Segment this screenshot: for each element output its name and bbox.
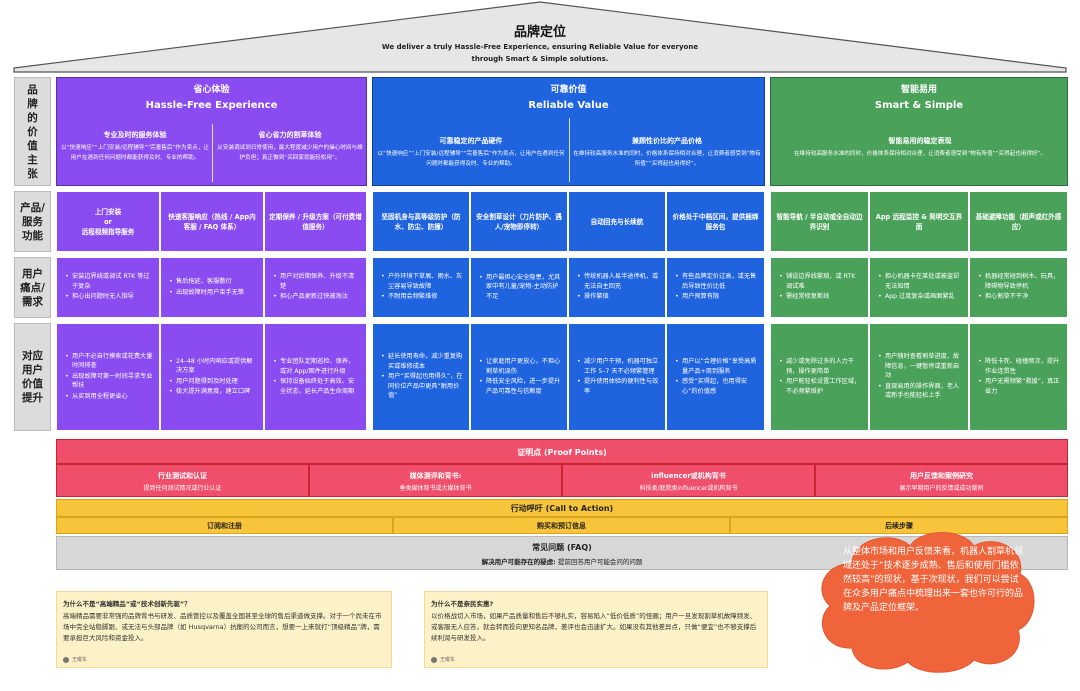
note-author: 王曜东 <box>431 656 455 663</box>
proof-item: 用户反馈和案例研究展示早期用户的反馈或成功案例 <box>815 464 1068 497</box>
cta-next-steps: 后续步骤 <box>730 517 1068 534</box>
response-cell: 用户随时查看割草进度、故障信息，一键暂停或重新启动直观易用的操作界面，老人或新手… <box>869 323 969 431</box>
feature-navigation: 智能导航 / 半自动或全自动边界识别 <box>770 191 869 252</box>
value-sub-1: 智能易用的稳定表现在维持较高服务水准的同时，价格体系保持相对合理，让消费者感受到… <box>793 137 1047 157</box>
value-sub-1: 专业及时的服务体验以“快速响应”“上门安装/远程辅导”“完善售后”作为卖点，让用… <box>61 131 209 161</box>
pillar-title-cn: 智能易用 <box>900 85 937 95</box>
value-sub-2: 省心省力的割草体验从安装调试到日常使用，最大程度减少用户的操心时间与维护负担；真… <box>217 131 363 161</box>
brand-subtitle: We deliver a truly Hassle-Free Experienc… <box>381 43 699 63</box>
response-cell: 减少或免除过多的人力干预，操作更简单用户能轻松设置工作区域，不必频繁维护 <box>770 323 869 431</box>
feature-maintenance: 定期保养 / 升级方案（可付费增值服务） <box>264 191 367 252</box>
value-sub-2: 兼顾性价比的产品价格在维持较高服务水准的同时，价格体系保持相对合理，让消费者感受… <box>573 137 761 167</box>
feature-app: App 远程监控 & 简明交互界面 <box>869 191 969 252</box>
feature-recharge: 自动回充与长续航 <box>568 191 666 252</box>
response-cell: 用户以“合理价格”享受高质量产品+周到服务感受“买得起，也用得安心”的价值感 <box>666 323 765 431</box>
row-label-response: 对应用户价值提升 <box>14 323 51 431</box>
pillar-title-en: Smart & Simple <box>874 100 964 111</box>
proof-title: 证明点 (Proof Points) <box>56 439 1068 464</box>
feature-obstacle: 基础避障功能（超声或红外感应） <box>969 191 1068 252</box>
response-cell: 专业团队定期巡检、保养，或对 App/固件进行升级保持设备始终处于高效、安全状态… <box>264 323 367 431</box>
faq-title: 常见问题 (FAQ) <box>532 543 592 552</box>
response-cell: 用户不必自行摸索或花费大量时间排查出现故障可第一时间寻求专业帮扶从买到用全程更省… <box>56 323 160 431</box>
cta-purchase: 购买和预订信息 <box>393 517 730 534</box>
row-label-product: 产品/服务功能 <box>14 191 51 252</box>
pillar-smart-simple: 智能易用 Smart & Simple 智能易用的稳定表现在维持较高服务水准的同时… <box>770 77 1068 186</box>
note-affordable: 为什么不是亲民实惠? 以价格战切入市场，如果产品质量和售后不够扎实，容易陷入“低… <box>424 591 768 668</box>
pillar-title-cn: 可靠价值 <box>550 85 587 95</box>
pillar-hassle-free: 省心体验 Hassle-Free Experience 专业及时的服务体验以“快速… <box>56 77 367 186</box>
row-label-pain: 用户痛点/需求 <box>14 257 51 318</box>
cta-subscribe: 订阅和注册 <box>56 517 393 534</box>
pillar-title-en: Hassle-Free Experience <box>145 100 278 111</box>
feature-install: 上门安装 or 远程视频指导服务 <box>56 191 160 252</box>
cloud-callout-shape <box>821 532 1035 673</box>
proof-item: 行业测试和认证提到任何测试情况或行业认证 <box>56 464 309 497</box>
faq-desc: 提前回答用户可能会问的问题 <box>557 558 643 566</box>
note-answer: 以价格战切入市场，如果产品质量和售后不够扎实，容易陷入“低价低质”的怪圈；用户一… <box>431 612 757 642</box>
row-label-value: 品牌的价值主张 <box>14 77 51 186</box>
note-answer: 高端精品需要非常强的品牌背书与研发、品质管控以及覆盖全国甚至全球的售后渠道做支撑… <box>63 612 382 642</box>
pain-cell: 铺设边界线繁琐，或 RTK 调试难需经常修复断线 <box>770 257 869 318</box>
response-cell: 让家庭用户更放心，不担心割草机误伤降低安全风险，进一步提升产品可靠性与信赖度 <box>470 323 568 431</box>
cta-title: 行动呼吁 (Call to Action) <box>56 499 1068 517</box>
note-question: 为什么不是亲民实惠? <box>431 600 494 608</box>
pain-cell: 用户对后期保养、升级不清楚担心产品更新过快被淘汰 <box>264 257 367 318</box>
response-cell: 减少用户干预，机器可独立工作 5–7 天不必频繁管理提升使用体验的便利性与效率 <box>568 323 666 431</box>
pain-cell: 有些品牌定价过高，或无售后导致性价比低用户预算有限 <box>666 257 765 318</box>
proof-item: influencer或机构背书科技类/庭院类influencer或机构背书 <box>562 464 815 497</box>
pain-cell: 用户最担心安全隐患，尤其家中有儿童/宠物-主动防护不足 <box>470 257 568 318</box>
note-high-end: 为什么不是“高端精品”或“技术创新先驱”？ 高端精品需要非常强的品牌背书与研发、… <box>56 591 392 668</box>
feature-safety: 安全割草设计（刀片防护、遇人/宠物即停转） <box>470 191 568 252</box>
pain-cell: 售后拖延、客服敷衍出现故障时用户束手无策 <box>160 257 264 318</box>
avatar-icon <box>63 656 69 663</box>
note-question: 为什么不是“高端精品”或“技术创新先驱”？ <box>63 600 191 608</box>
cloud-callout-text: 从整体市场和用户反馈来看，机器人割草机领域还处于“技术逐步成熟、售后和使用门槛依… <box>843 547 1024 613</box>
pain-cell: 户外环境下草屑、雨水、灰尘容易导致故障不耐用会频繁维修 <box>372 257 470 318</box>
pillar-reliable-value: 可靠价值 Reliable Value 可靠稳定的产品硬件以“快速响应”“上门安装… <box>372 77 765 186</box>
pain-cell: 担心机器卡在某处或被盗却无法知情App 过度复杂或画面繁乱 <box>869 257 969 318</box>
note-author: 王曜东 <box>63 656 87 663</box>
faq-label: 解决用户可能存在的疑虑: <box>481 558 556 566</box>
response-cell: 降低卡死、碰撞频次，提升作业连贯性用户无需频繁“救援”，真正省力 <box>969 323 1068 431</box>
proof-item: 媒体测评和背书:垂类媒体背书或大媒体背书 <box>309 464 562 497</box>
feature-support: 快速客服响应（热线 / App内客服 / FAQ 体系） <box>160 191 264 252</box>
response-cell: 24–48 小时内响应或提供解决方案用户问题得到及时处理极大提升满意度，建立口碑 <box>160 323 264 431</box>
response-cell: 延长使用寿命，减少重复购买或维修成本用户“买得起也用得久”，在同价位产品中更具“… <box>372 323 470 431</box>
value-sub-1: 可靠稳定的产品硬件以“快速响应”“上门安装/远程辅导”“完善售后”作为卖点，让用… <box>377 137 565 167</box>
avatar-icon <box>431 656 437 663</box>
feature-price: 价格处于中档区间，提供捆绑服务包 <box>666 191 765 252</box>
pillar-title-cn: 省心体验 <box>193 85 230 95</box>
feature-rugged: 坚固机身与高等级防护（防水、防尘、防撞） <box>372 191 470 252</box>
pain-cell: 安装边界线或调试 RTK 等过于复杂担心出问题时无人指导 <box>56 257 160 318</box>
pain-cell: 机器经常碰到树木、玩具，障碍物导致停机担心割草不干净 <box>969 257 1068 318</box>
brand-title: 品牌定位 <box>513 25 566 40</box>
roof-shape <box>13 1 1067 73</box>
pillar-title-en: Reliable Value <box>528 100 609 111</box>
pain-cell: 传统机器人易半途停机，或无法自主回充操作繁琐 <box>568 257 666 318</box>
